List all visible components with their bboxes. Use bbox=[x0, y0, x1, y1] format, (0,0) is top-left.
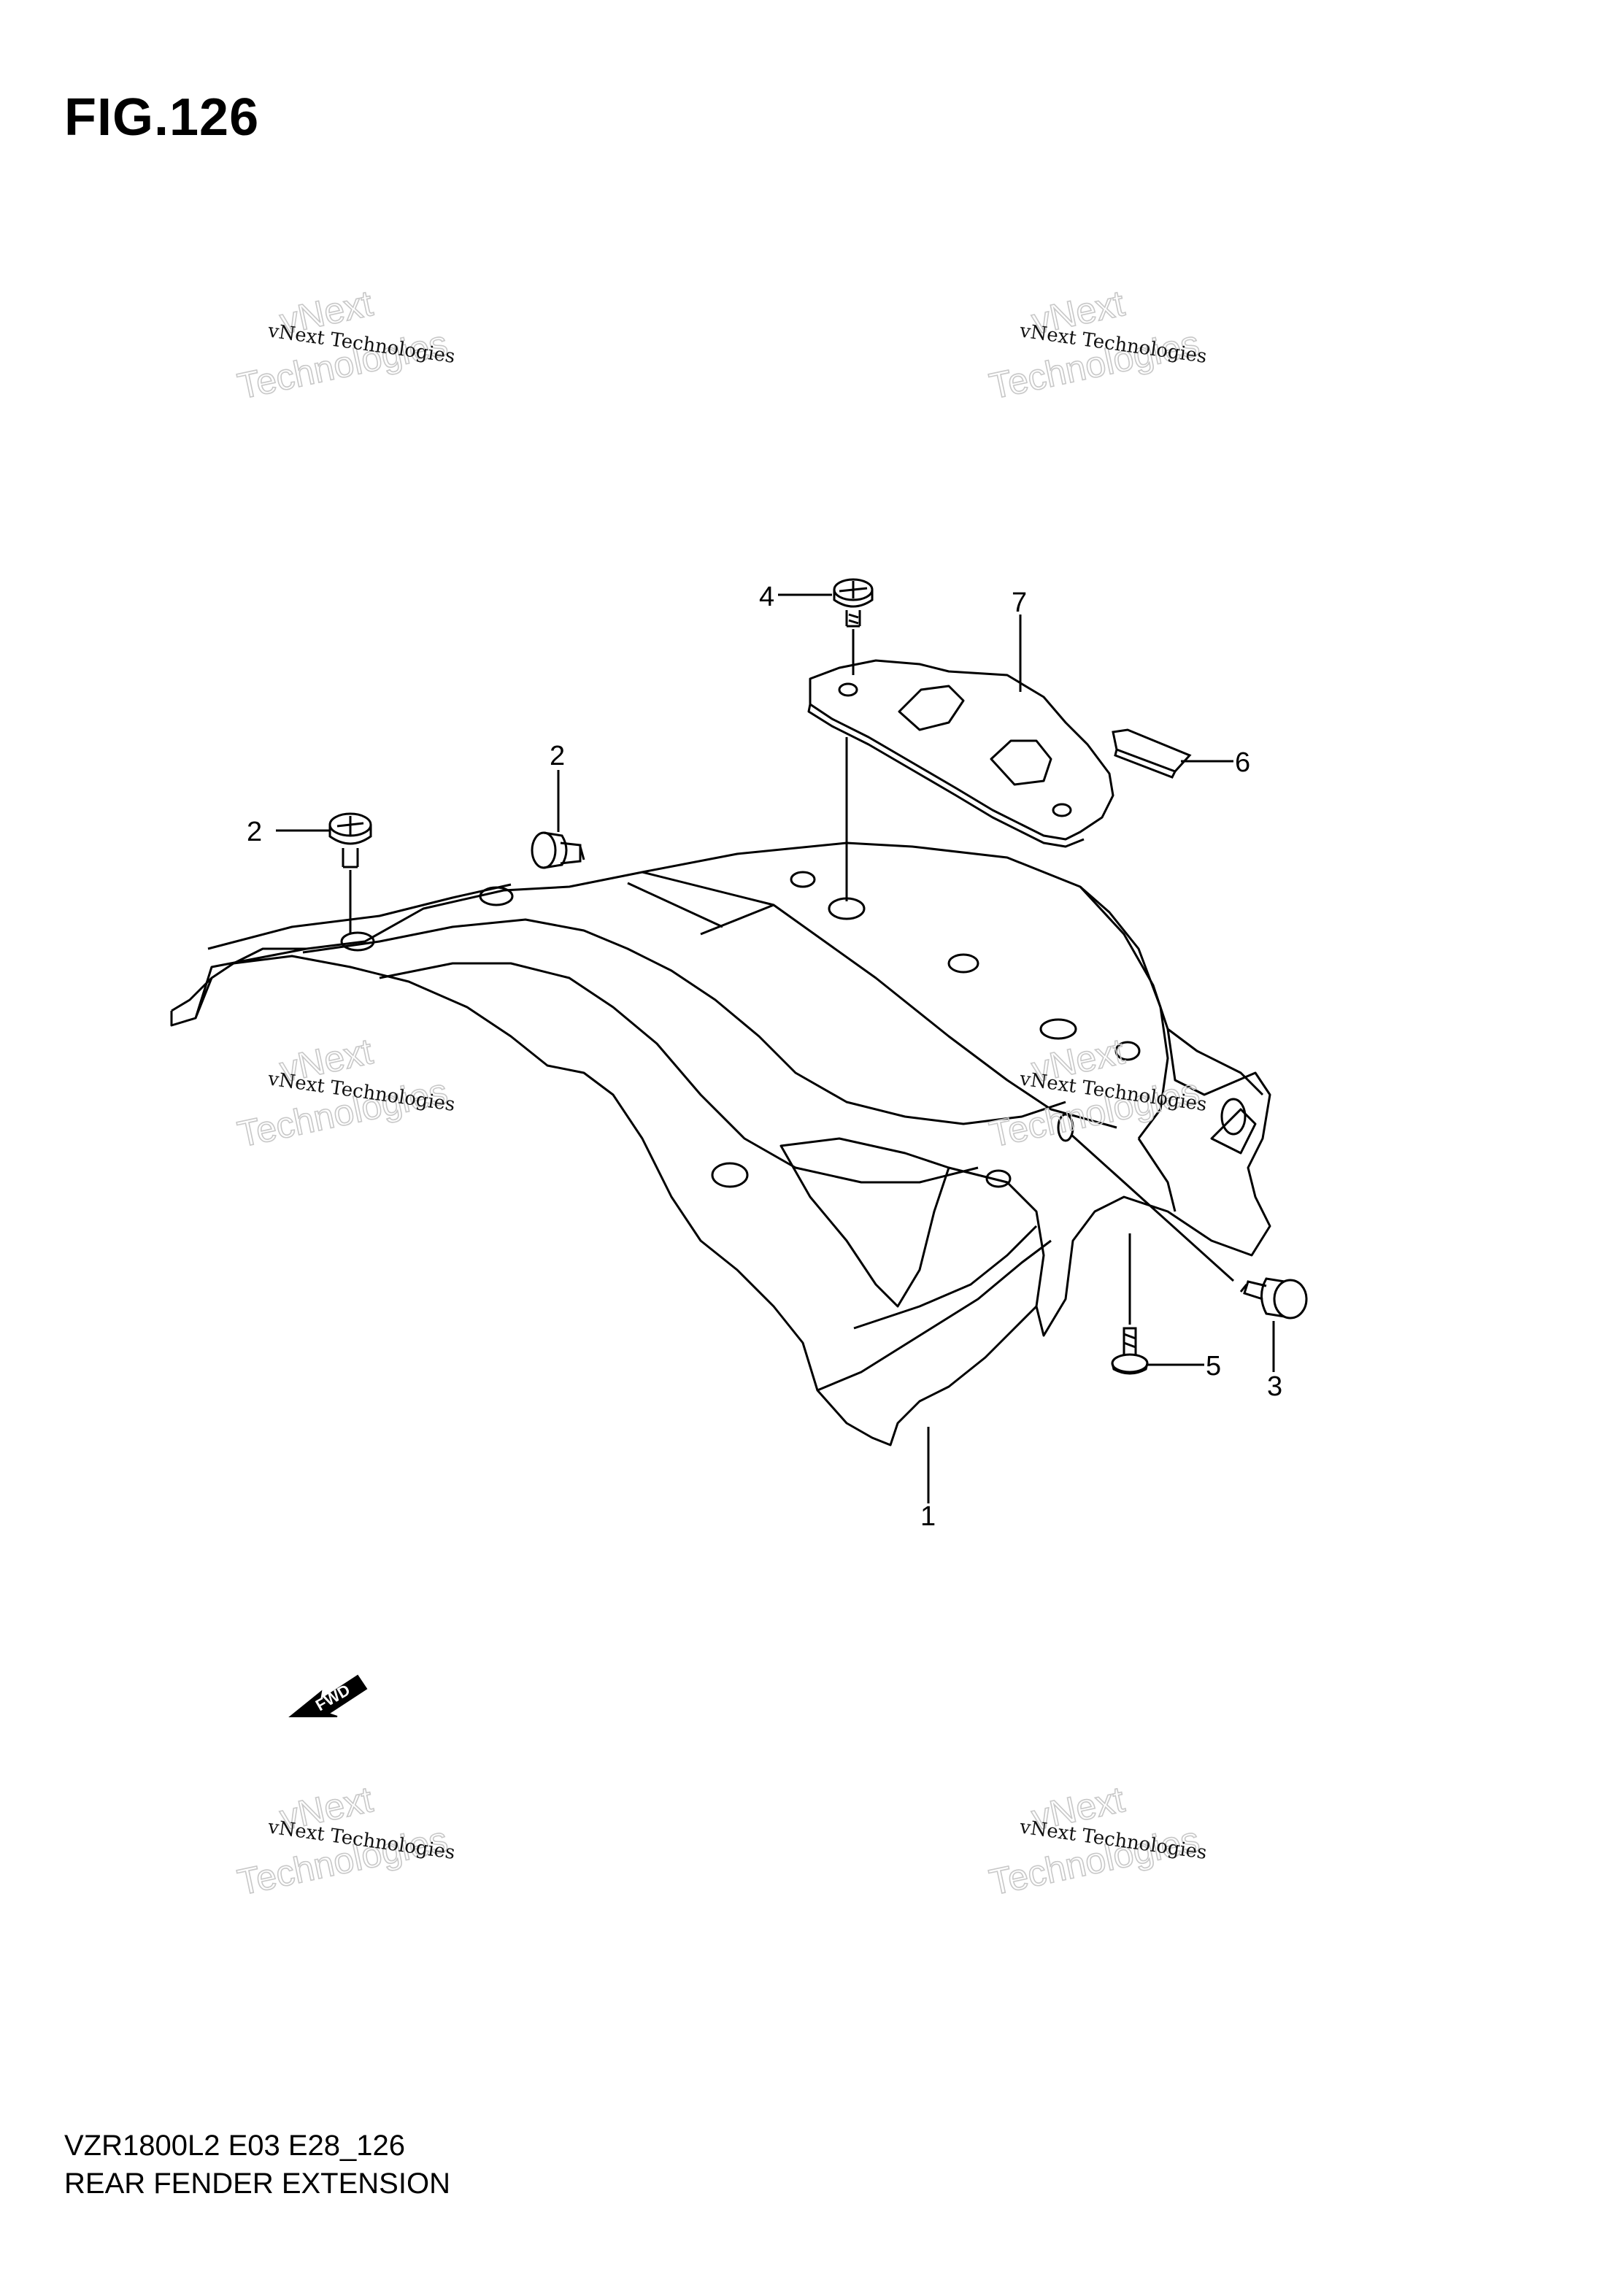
callout-3: 3 bbox=[1267, 1371, 1282, 1402]
part-1-fender-extension bbox=[170, 841, 1271, 1446]
callout-labels: 4 7 6 2 2 5 3 1 bbox=[247, 582, 1282, 1532]
part-2-bolt-middle bbox=[531, 831, 585, 869]
callout-4: 5 bbox=[1206, 1351, 1221, 1382]
callout-5: 7 bbox=[1012, 588, 1027, 618]
callout-2-middle: 2 bbox=[550, 741, 565, 771]
part-7-cushion-pad bbox=[1112, 728, 1192, 779]
part-4-screw bbox=[1111, 1327, 1149, 1375]
callout-1: 1 bbox=[920, 1501, 936, 1532]
callout-2-left: 2 bbox=[247, 817, 262, 847]
model-code: VZR1800L2 E03 E28_126 bbox=[64, 2130, 406, 2162]
figure-title: FIG.126 bbox=[64, 88, 260, 147]
part-3-bolt bbox=[1239, 1277, 1308, 1320]
part-5-bracket bbox=[807, 659, 1114, 848]
assembly-leader-lines bbox=[276, 593, 1275, 1503]
part-6-bolt bbox=[833, 578, 874, 628]
callout-7: 6 bbox=[1235, 747, 1250, 778]
fwd-arrow-icon: FWD bbox=[288, 1674, 368, 1717]
part-name: REAR FENDER EXTENSION bbox=[64, 2168, 450, 2200]
callout-6: 4 bbox=[759, 582, 774, 612]
part-2-bolt-left bbox=[328, 812, 372, 868]
